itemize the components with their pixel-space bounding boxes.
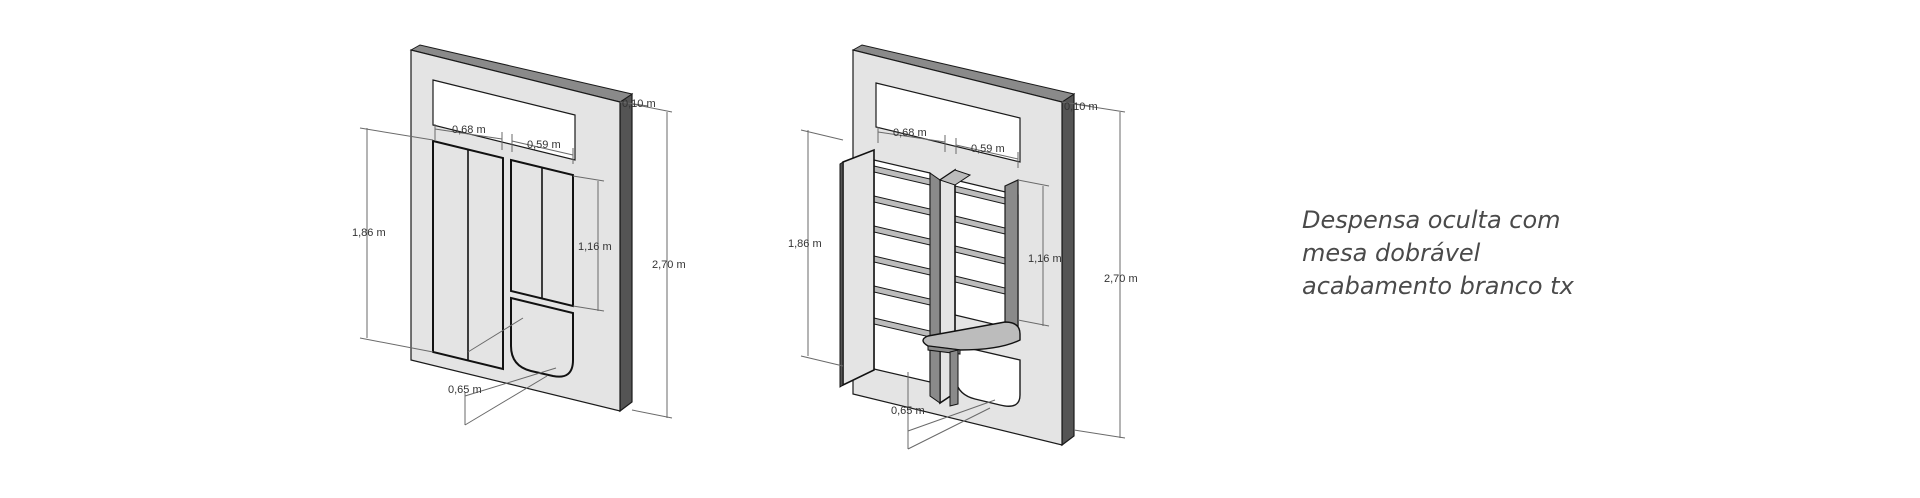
dim-wall-depth-label: 0,10 m: [1064, 101, 1098, 113]
dim-total-height-label: 2,70 m: [1104, 273, 1138, 285]
dim-cabinet-height-label: 1,86 m: [352, 227, 386, 239]
dim-depth-label: 0,65 m: [448, 384, 482, 396]
open-left-door-edge: [839, 161, 844, 388]
dim-width-left-label: 0,68 m: [452, 124, 486, 136]
folding-table-panel: [510, 296, 574, 378]
caption-line-2: mesa dobrável: [1302, 239, 1481, 267]
open-middle-door-side: [929, 172, 941, 404]
caption-line-3: acabamento branco tx: [1302, 272, 1574, 300]
dim-upper-height-label: 1,16 m: [1028, 253, 1062, 265]
open-left-door: [842, 148, 875, 387]
right-shelves: [954, 185, 1006, 295]
table-leg: [949, 349, 959, 407]
wall-side-edge: [619, 92, 633, 413]
dim-cabinet-height-label: 1,86 m: [788, 238, 822, 250]
transom-opening: [875, 82, 1021, 163]
closed-view: 0,68 m 0,59 m 0,10 m 2,70 m 1,86 m 1,16 …: [352, 44, 686, 426]
dim-width-right-label: 0,59 m: [971, 143, 1005, 155]
wall-side-edge: [1061, 92, 1075, 447]
dim-width-left-label: 0,68 m: [893, 127, 927, 139]
open-dimension-lines: [800, 101, 1126, 450]
dim-wall-depth-label: 0,10 m: [622, 98, 656, 110]
dim-width-right-label: 0,59 m: [527, 139, 561, 151]
open-view: 0,68 m 0,59 m 0,10 m 2,70 m 1,86 m 1,16 …: [788, 44, 1138, 450]
dim-depth-label: 0,65 m: [891, 405, 925, 417]
caption-line-1: Despensa oculta com: [1302, 206, 1561, 234]
dim-upper-height-label: 1,16 m: [578, 241, 612, 253]
dim-total-height-label: 2,70 m: [652, 259, 686, 271]
closed-dimension-lines: [359, 101, 673, 426]
caption: Despensa oculta com mesa dobrável acabam…: [1302, 204, 1574, 303]
right-cabinet-side: [1004, 179, 1019, 335]
transom-opening: [432, 79, 576, 161]
folding-table-top: [922, 321, 1021, 351]
